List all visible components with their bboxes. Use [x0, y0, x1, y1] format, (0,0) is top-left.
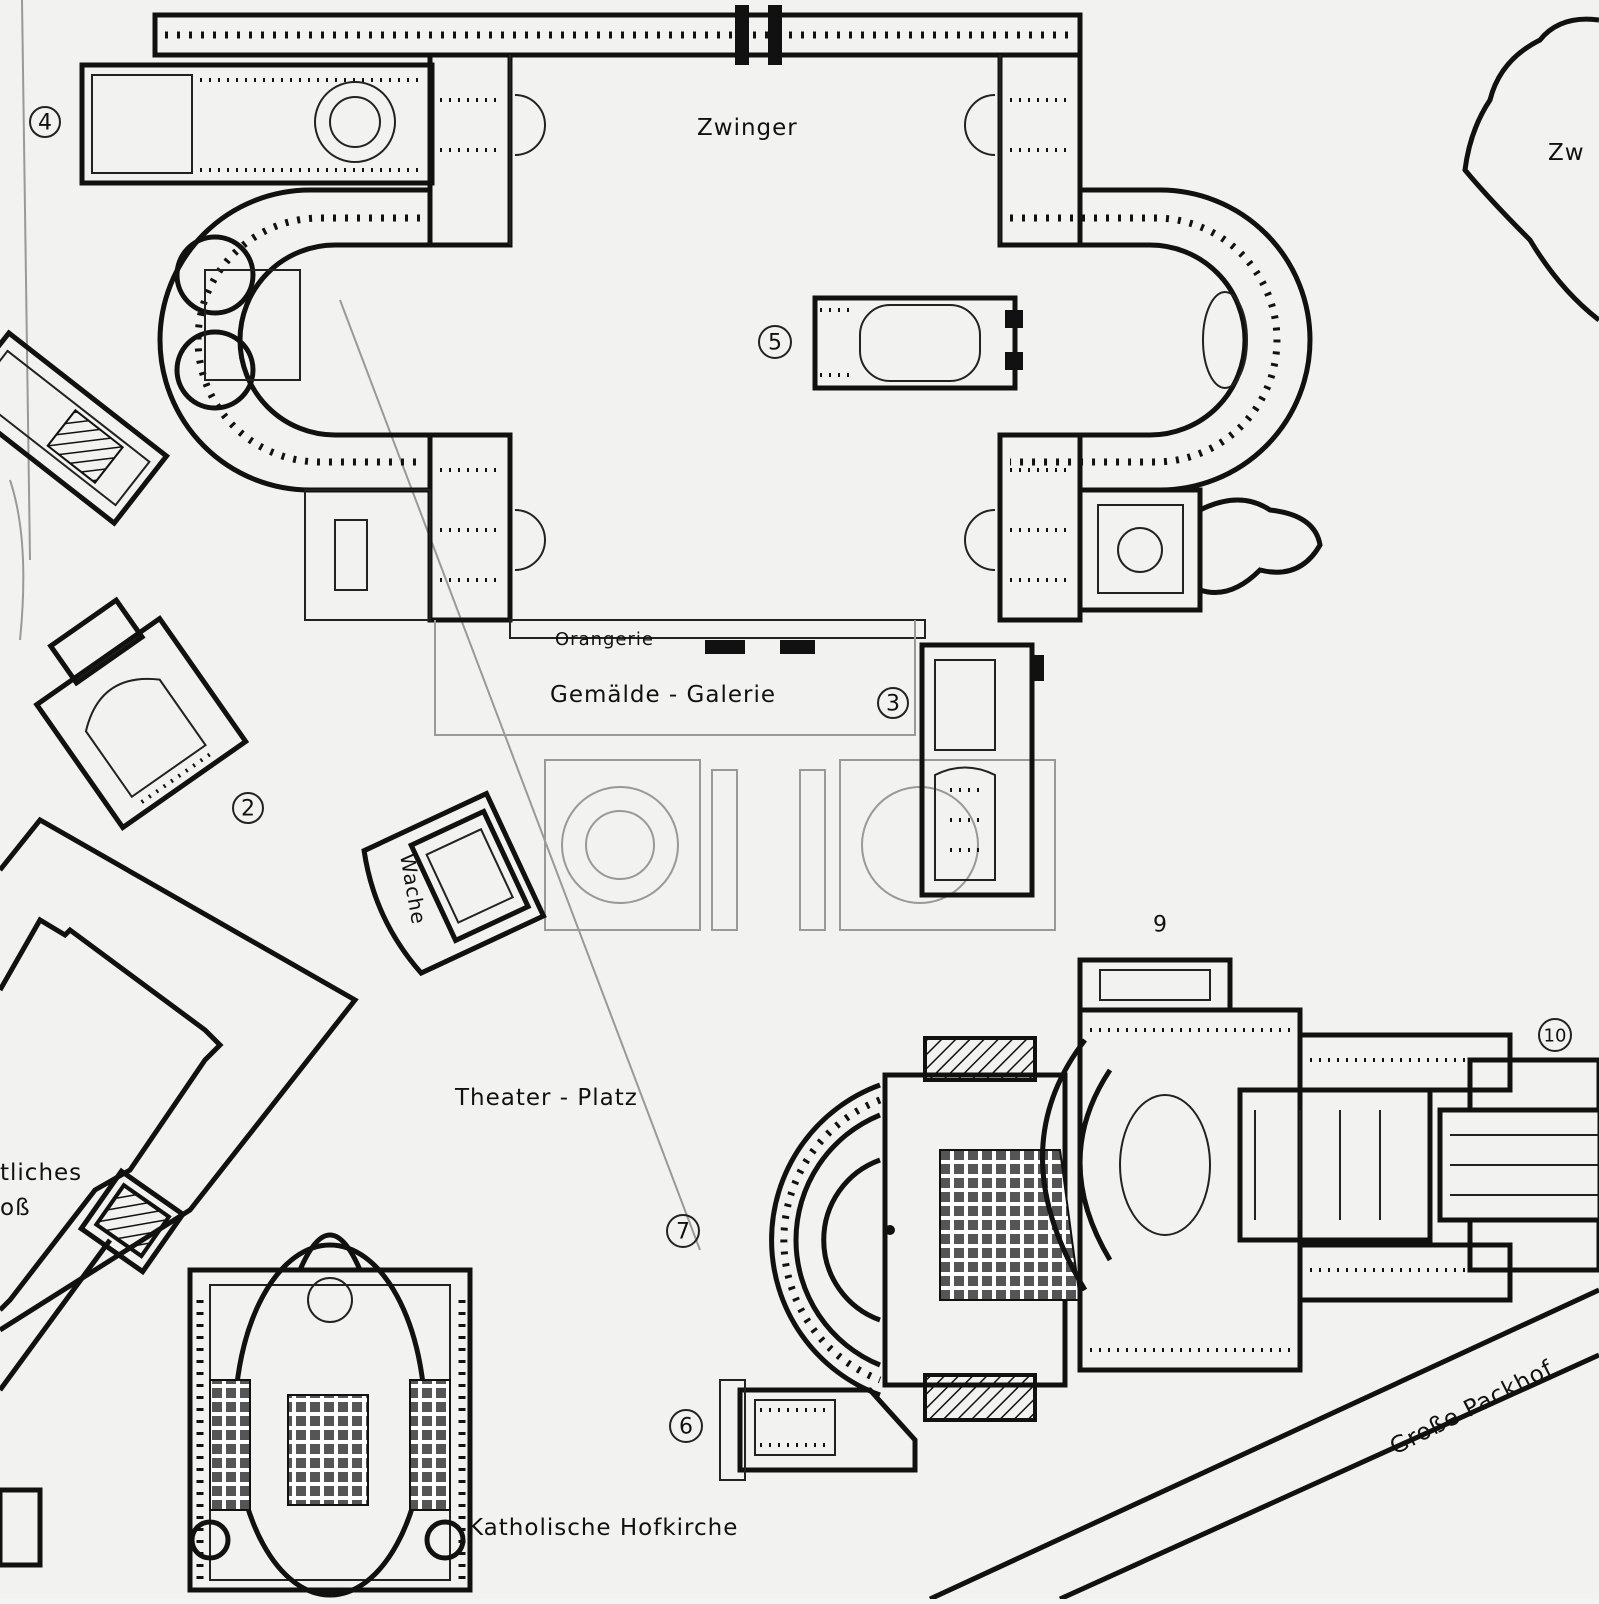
label-packhof-street: Große Packhof	[1386, 1356, 1558, 1461]
marker-2: 2	[232, 792, 264, 824]
diagonal-wing-west	[0, 329, 171, 527]
marker-10: 10	[1538, 1018, 1572, 1052]
svg-text:5: 5	[768, 331, 782, 356]
svg-text:6: 6	[679, 1415, 693, 1440]
zwinger-complex	[79, 5, 1323, 654]
survey-lines	[9, 0, 701, 1251]
marker-7: 7	[666, 1214, 700, 1248]
svg-text:7: 7	[676, 1220, 690, 1245]
label-schloss-line1: tliches	[0, 1160, 82, 1186]
label-gemaelde-galerie: Gemälde - Galerie	[550, 682, 776, 708]
map-labels: Zwinger Zw Orangerie Gemälde - Galerie W…	[0, 115, 1585, 1541]
river-bank	[928, 16, 1599, 1602]
opera-house	[769, 957, 1599, 1422]
central-pavilion-5	[812, 295, 1023, 391]
label-zwinger: Zwinger	[697, 115, 798, 141]
label-schloss-line2: oß	[0, 1195, 31, 1221]
svg-text:2: 2	[241, 797, 255, 822]
building-2	[33, 596, 250, 831]
svg-text:10: 10	[1544, 1026, 1567, 1047]
marker-4: 4	[29, 106, 61, 138]
label-theater-platz: Theater - Platz	[454, 1085, 638, 1111]
building-3	[919, 642, 1044, 898]
map-markers: 4 5 3 2 9 10 7 6	[29, 106, 1572, 1443]
label-wache: Wache	[395, 852, 431, 927]
building-6	[719, 1379, 918, 1481]
katholische-hofkirche	[187, 1232, 473, 1598]
marker-5: 5	[758, 325, 792, 359]
residenzschloss	[0, 816, 359, 1568]
label-orangerie: Orangerie	[555, 629, 654, 650]
svg-text:3: 3	[886, 692, 900, 717]
marker-9: 9	[1153, 913, 1167, 938]
wache-building	[361, 790, 547, 977]
svg-text:9: 9	[1153, 913, 1167, 938]
marker-3: 3	[877, 687, 909, 719]
marker-6: 6	[669, 1409, 703, 1443]
label-zwinger-edge: Zw	[1548, 140, 1585, 166]
svg-text:4: 4	[38, 111, 52, 136]
label-hofkirche: Katholische Hofkirche	[468, 1515, 738, 1541]
